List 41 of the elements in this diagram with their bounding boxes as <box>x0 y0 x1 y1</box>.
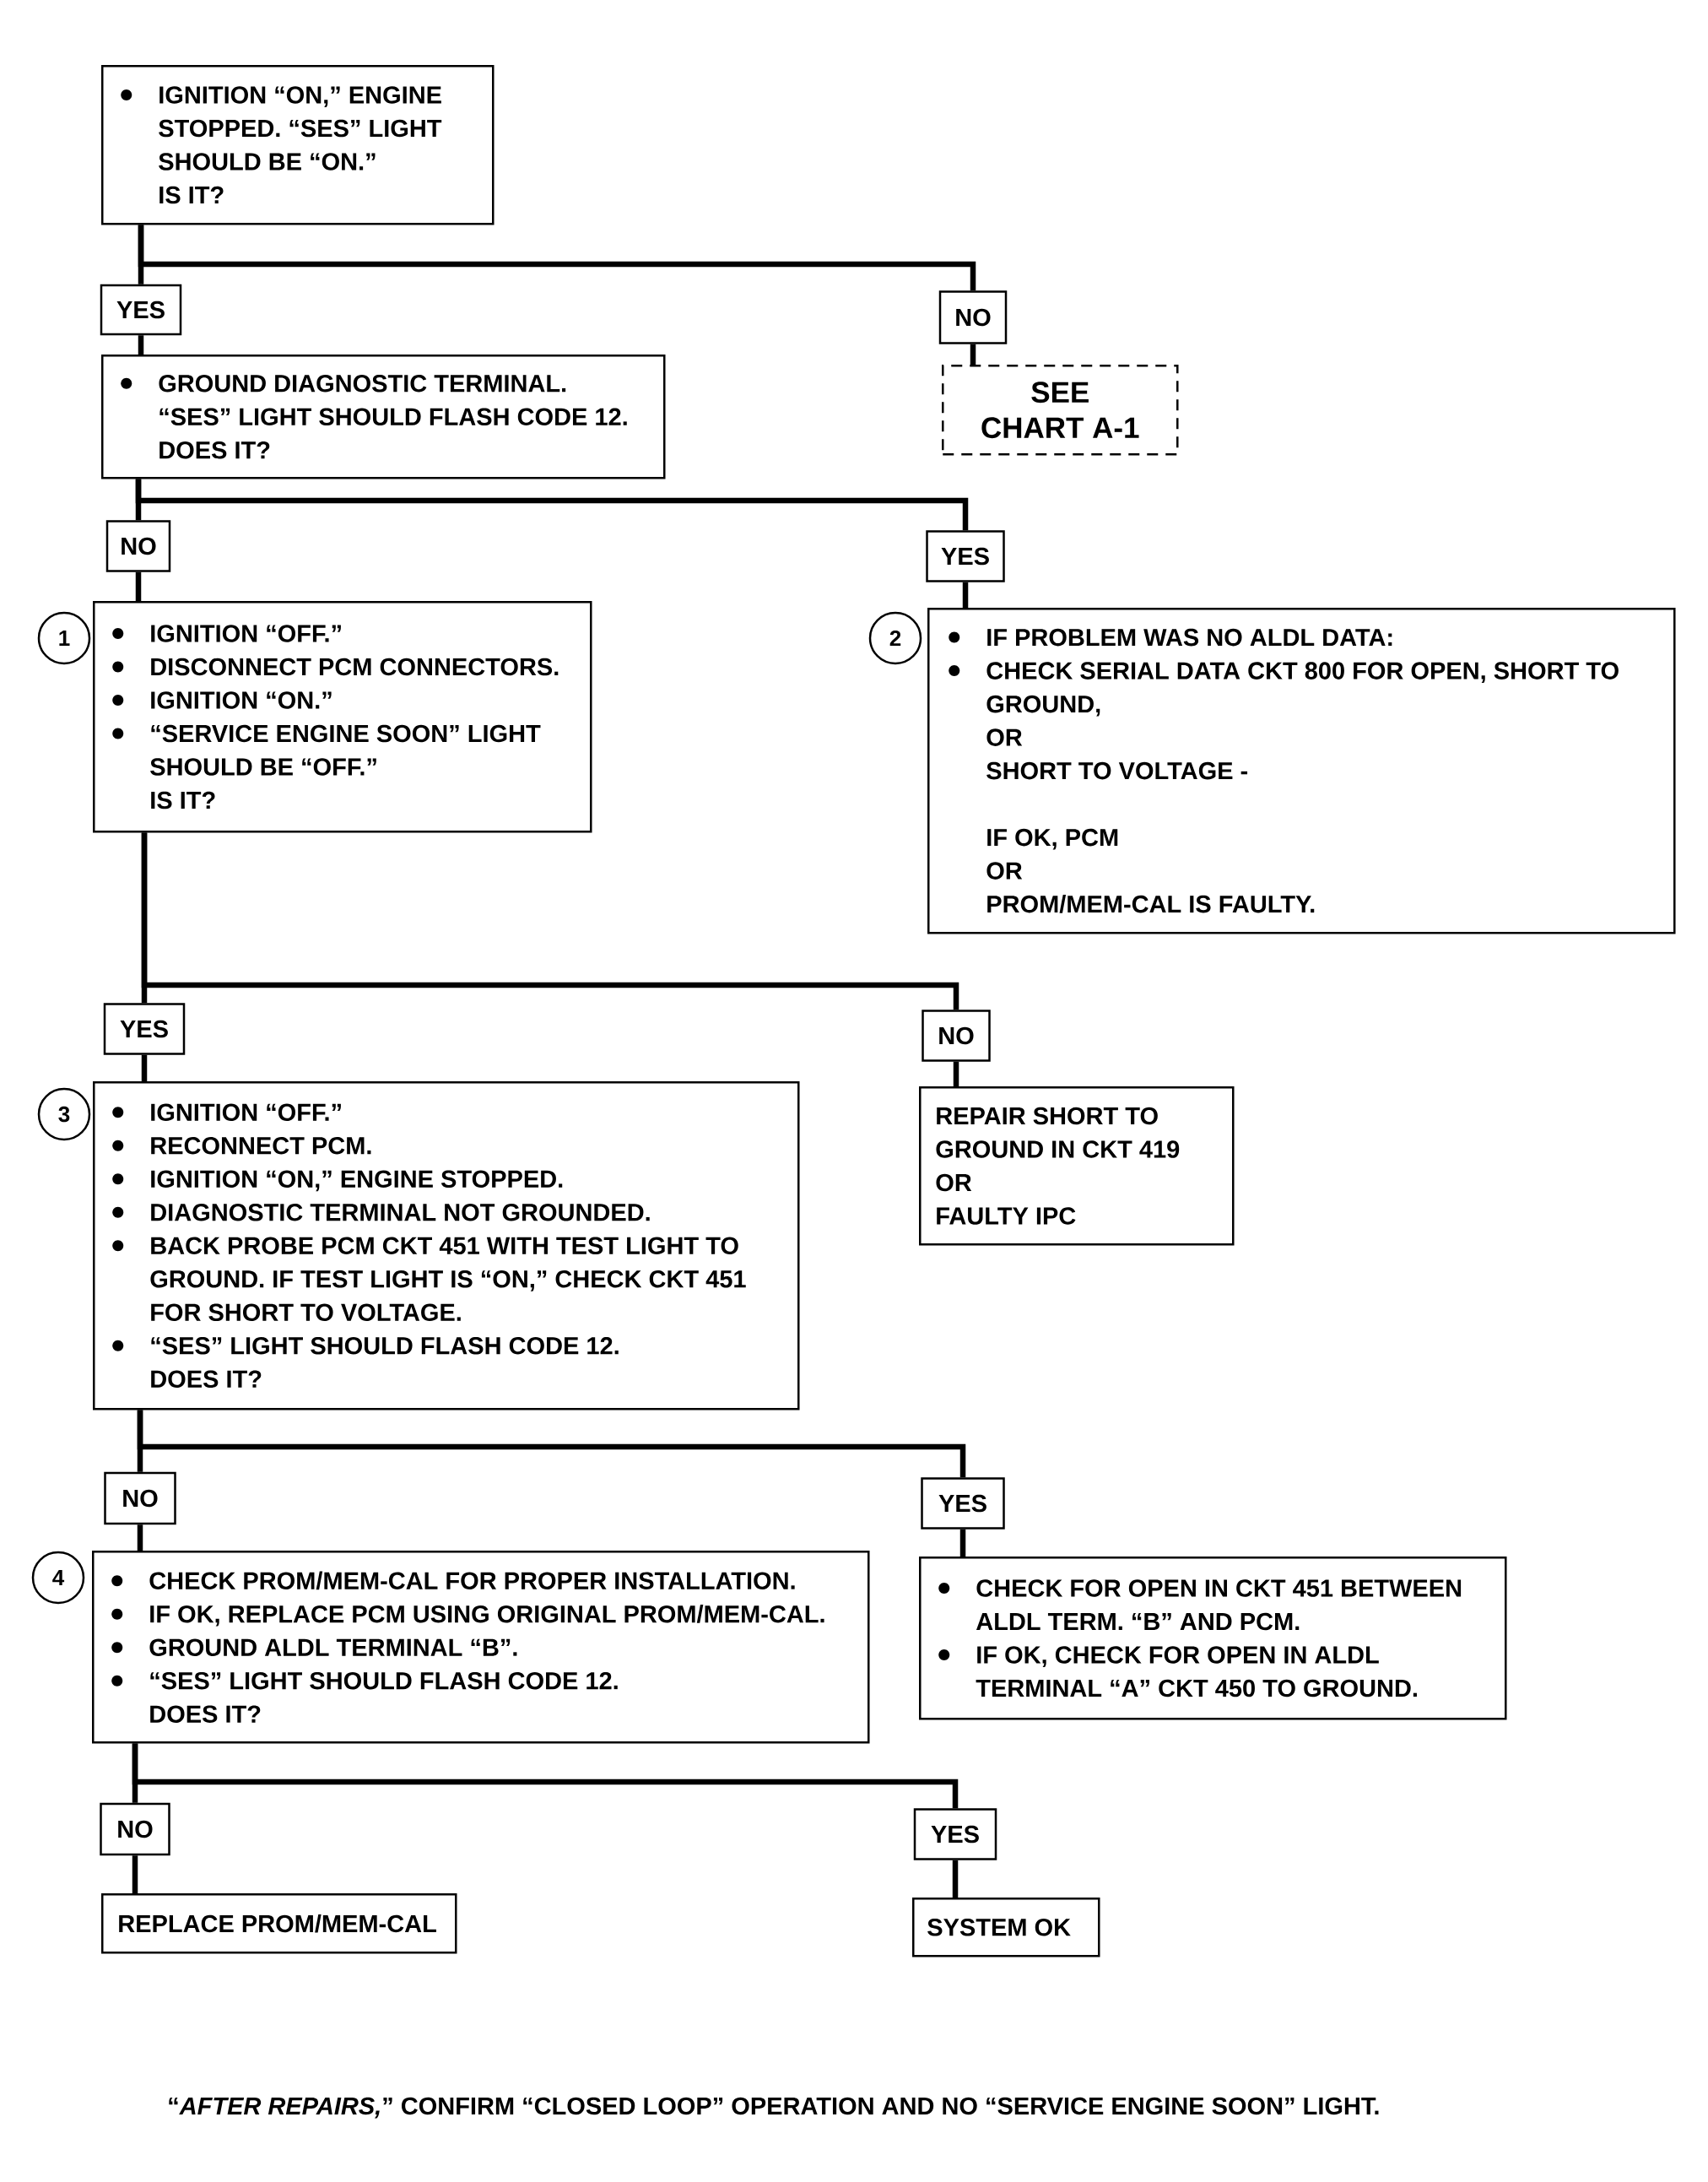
connector-line <box>953 1061 959 1086</box>
connector-line <box>135 479 969 531</box>
branch-label: YES <box>926 530 1005 582</box>
branch-label: NO <box>100 1802 170 1856</box>
branch-label: YES <box>103 1003 186 1055</box>
callout-number: 1 <box>37 611 91 665</box>
connector-line <box>141 832 959 1010</box>
connector-line <box>138 335 144 355</box>
connector-line <box>952 1860 959 1898</box>
connector-line <box>959 1529 966 1557</box>
caption-text: “AFTER REPAIRS,” CONFIRM “CLOSED LOOP” OPERATION AND NO “SERVICE ENGINE SOON” LIGHT. <box>169 2097 1379 2119</box>
connector-line <box>132 1743 959 1809</box>
callout-number: 4 <box>31 1551 85 1605</box>
connector-line <box>962 582 969 608</box>
connector-line <box>132 1855 138 1894</box>
branch-label: YES <box>921 1477 1005 1530</box>
connector-line <box>137 1410 966 1478</box>
action-box: REPAIR SHORT TO GROUND IN CKT 419 OR FAULTY IPC <box>919 1086 1235 1246</box>
action-box: REPLACE PROM/MEM-CAL <box>101 1893 457 1954</box>
callout-number: 3 <box>37 1087 91 1141</box>
decision-box: GROUND DIAGNOSTIC TERMINAL. “SES” LIGHT SHOULD FLASH CODE 12. DOES IT? <box>101 355 666 479</box>
connector-line <box>141 1054 148 1081</box>
action-box: IF PROBLEM WAS NO ALDL DATA: CHECK SERIAL DATA CKT 800 FOR OPEN, SHORT TO GROUND, OR SHORT TO VOLTAGE - IF OK, PCM OR PROM/MEM-CAL IS FAULTY. <box>927 608 1676 934</box>
branch-label: YES <box>100 284 182 336</box>
decision-box: IGNITION “OFF.” DISCONNECT PCM CONNECTORS. IGNITION “ON.” “SERVICE ENGINE SOON” LIGHT SHOULD BE “OFF.” IS IT? <box>93 601 592 833</box>
action-box: SYSTEM OK <box>912 1898 1100 1957</box>
connector-line <box>135 571 142 601</box>
callout-number: 2 <box>868 611 922 665</box>
action-box: CHECK FOR OPEN IN CKT 451 BETWEEN ALDL TERM. “B” AND PCM. IF OK, CHECK FOR OPEN IN ALDL TERMINAL “A” CKT 450 TO GROUND. <box>919 1557 1507 1720</box>
reference-box: SEE CHART A-1 <box>942 365 1179 456</box>
branch-label: NO <box>105 520 171 572</box>
decision-box: IGNITION “OFF.” RECONNECT PCM. IGNITION “ON,” ENGINE STOPPED. DIAGNOSTIC TERMINAL NOT GROUNDED. BACK PROBE PCM CKT 451 WITH TEST LIGHT TO GROUND. IF TEST LIGHT IS “ON,” CHECK CKT 451 FOR SHORT TO VOLTAGE. “SES” LIGHT SHOULD FLASH CODE 12. DOES IT? <box>93 1081 800 1410</box>
connector-line <box>970 344 976 365</box>
decision-box: CHECK PROM/MEM-CAL FOR PROPER INSTALLATION. IF OK, REPLACE PCM USING ORIGINAL PROM/MEM-CAL. GROUND ALDL TERMINAL “B”. “SES” LIGHT SHOULD FLASH CODE 12. DOES IT? <box>92 1551 870 1744</box>
branch-label: NO <box>938 290 1008 344</box>
branch-label: YES <box>913 1808 997 1860</box>
connector-line <box>138 225 976 291</box>
branch-label: NO <box>104 1471 176 1525</box>
connector-line <box>137 1524 143 1551</box>
decision-box: IGNITION “ON,” ENGINE STOPPED. “SES” LIGHT SHOULD BE “ON.” IS IT? <box>101 65 495 225</box>
branch-label: NO <box>922 1010 991 1062</box>
